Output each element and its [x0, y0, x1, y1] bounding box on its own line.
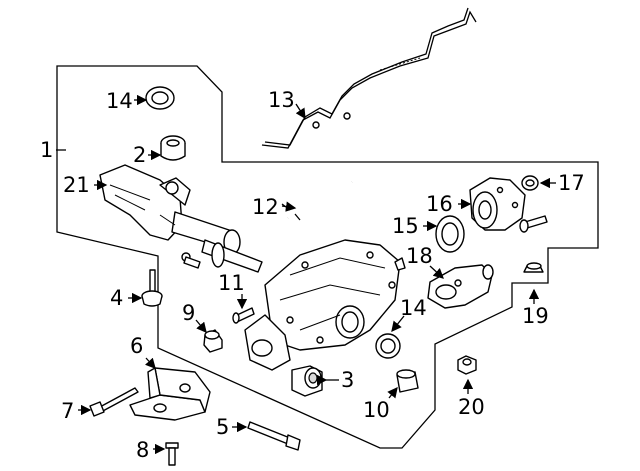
harness-tube: [261, 7, 477, 149]
bolt-8: [165, 442, 179, 466]
callout-4: 4: [110, 286, 123, 310]
seal-lower: [375, 333, 401, 359]
callout-7: 7: [61, 399, 74, 423]
nut: [457, 355, 477, 375]
seal-15: [435, 215, 465, 253]
callout-1: 1: [40, 138, 53, 162]
callout-20: 20: [458, 395, 485, 419]
callout-9: 9: [182, 301, 195, 325]
callout-3: 3: [341, 368, 354, 392]
callout-11: 11: [218, 271, 245, 295]
callout-14-top: 14: [106, 89, 133, 113]
callout-16: 16: [426, 192, 453, 216]
stud: [141, 269, 163, 307]
companion-flange: [427, 264, 494, 309]
bushing-large: [291, 365, 323, 397]
bolt-5: [247, 421, 301, 451]
callout-17: 17: [558, 171, 585, 195]
bolt-16: [519, 215, 548, 233]
bolt-11: [232, 307, 255, 324]
bolt-7: [89, 387, 139, 417]
assembly-boundary: [56, 65, 599, 449]
axle-shaft-assembly: [99, 164, 263, 273]
bushing: [160, 135, 186, 161]
callout-21: 21: [63, 173, 90, 197]
bushing-10: [396, 369, 419, 393]
callout-13: 13: [268, 88, 295, 112]
callout-10: 10: [363, 398, 390, 422]
bearing-cover: [469, 177, 526, 231]
differential-housing: [244, 239, 406, 371]
callout-14-lower: 14: [400, 296, 427, 320]
callout-15: 15: [392, 214, 419, 238]
vent-tube: [281, 180, 353, 221]
callout-5: 5: [216, 415, 229, 439]
callout-2: 2: [133, 143, 146, 167]
callout-18: 18: [406, 244, 433, 268]
mount-bracket: [129, 367, 211, 421]
callout-12: 12: [252, 195, 279, 219]
leader-lines: [56, 94, 556, 455]
callout-19: 19: [522, 304, 549, 328]
washer: [521, 175, 539, 191]
callout-8: 8: [136, 438, 149, 462]
bolt-19: [523, 262, 544, 273]
seal-top: [145, 86, 175, 110]
callout-6: 6: [130, 334, 143, 358]
bushing-small: [203, 329, 223, 353]
